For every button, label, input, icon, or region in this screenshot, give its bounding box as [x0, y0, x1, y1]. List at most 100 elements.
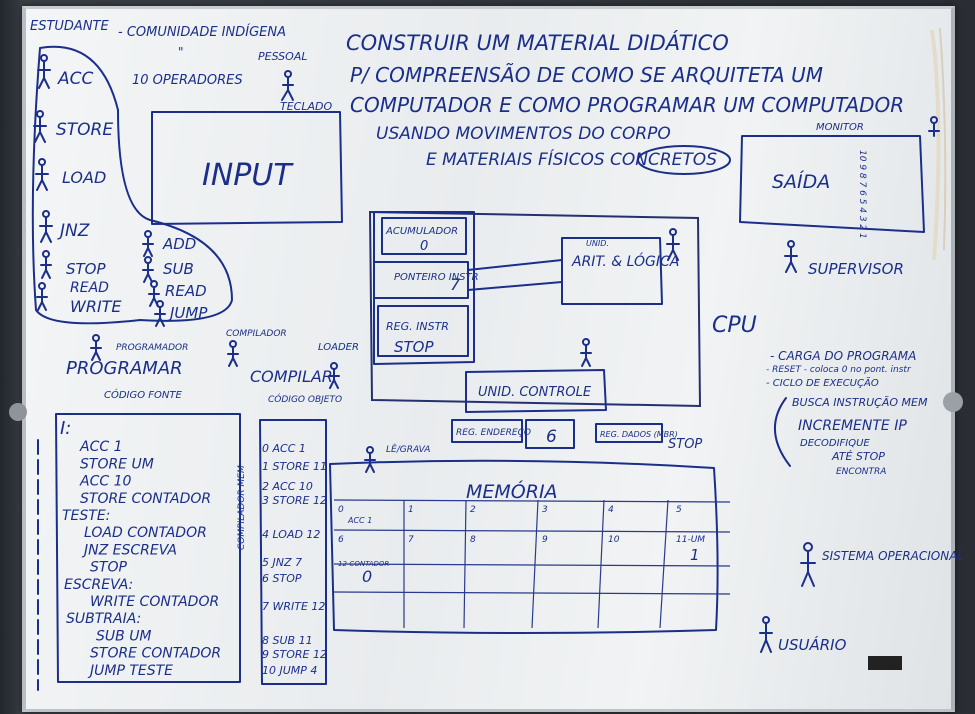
reg-instr-label: REG. INSTR [386, 320, 449, 333]
object-code-line: 7 WRITE 12 [262, 600, 325, 613]
unid-controle-label: UNID. CONTROLE [478, 385, 592, 400]
memory-grid [333, 499, 731, 629]
input-box [151, 111, 343, 225]
memory-address: 2 [470, 505, 476, 515]
board-logo-sticker [868, 656, 902, 670]
ponteiro-label: PONTEIRO INSTR [394, 272, 479, 283]
operator-store: STORE [56, 120, 113, 140]
monitor-label: MONITOR [816, 122, 864, 133]
title-line-3: COMPUTADOR E COMO PROGRAMAR UM COMPUTADO… [350, 93, 904, 117]
ponteiro-box [373, 261, 469, 299]
object-code-line: 2 ACC 10 [262, 480, 313, 493]
cycle-ate-stop: ATÉ STOP [831, 450, 885, 463]
memoria-title: MEMÓRIA [466, 479, 558, 503]
memory-outline [329, 459, 719, 634]
pessoal-label: PESSOAL [258, 50, 307, 63]
input-label: INPUT [202, 158, 294, 193]
ponteiro-value: 7 [450, 275, 461, 294]
ula-box [561, 237, 663, 305]
codigo-objeto-label: CÓDIGO OBJETO [268, 393, 342, 405]
operator-read: READ [70, 280, 109, 296]
cycle-decodifique: DECODIFIQUE [800, 438, 870, 449]
object-code-line: 1 STORE 11 [262, 460, 327, 473]
operator-write: WRITE [70, 297, 122, 316]
source-code-line: STORE CONTADOR [80, 491, 211, 507]
object-code-box [259, 419, 327, 685]
saida-label: SAÍDA [772, 170, 830, 193]
memory-address: 3 [542, 505, 548, 515]
object-code-line: 0 ACC 1 [262, 442, 306, 455]
ula-connection-lines [467, 259, 563, 291]
teclado-label: TECLADO [280, 100, 332, 113]
concretos-circle [637, 145, 731, 175]
title-block: CONSTRUIR UM MATERIAL DIDÁTICO P/ COMPRE… [346, 30, 904, 175]
object-code-line: 8 SUB 11 [262, 634, 313, 647]
cpu-box [368, 210, 702, 408]
acumulador-box [381, 217, 467, 255]
reg-endereco-value-box [525, 419, 575, 449]
usuario-label: USUÁRIO [778, 635, 847, 654]
operator-acc: ACC [57, 69, 93, 89]
estudante-label: ESTUDANTE [30, 19, 109, 34]
title-line-4: USANDO MOVIMENTOS DO CORPO [376, 124, 671, 144]
source-code-line: I: [60, 418, 71, 439]
source-code-line: LOAD CONTADOR [84, 525, 207, 541]
object-code-line: 5 JNZ 7 [262, 556, 302, 569]
memory-address: 1 [408, 505, 414, 515]
operator-sub: SUB [163, 260, 194, 278]
compilador-side-label: COMPILADOR MEM [237, 465, 247, 550]
reg-dados-box [595, 423, 663, 443]
source-code-line: ACC 1 [79, 439, 123, 455]
memory-address: 10 [608, 535, 620, 545]
loader-label: LOADER [318, 342, 359, 353]
memory-cell-12-value: 0 [362, 567, 372, 586]
source-code-line: JNZ ESCREVA [81, 542, 177, 558]
compilador-label: COMPILADOR [226, 329, 287, 339]
reg-dados-value: STOP [668, 437, 702, 452]
cycle-carga: - CARGA DO PROGRAMA [770, 349, 916, 363]
reg-endereco-box [451, 419, 523, 443]
source-code-line: WRITE CONTADOR [90, 594, 219, 610]
title-line-2: P/ COMPREENSÃO DE COMO SE ARQUITETA UM [350, 63, 823, 87]
acumulador-value: 0 [420, 239, 428, 254]
supervisor-label: SUPERVISOR [808, 260, 904, 278]
ula-label: ARIT. & LÓGICA [571, 252, 679, 270]
cycle-incremente: INCREMENTE IP [798, 418, 907, 434]
object-code-line: 9 STORE 12 [262, 648, 327, 661]
programar-title: PROGRAMAR [66, 358, 183, 379]
registers-column [373, 211, 475, 365]
cycle-busca: BUSCA INSTRUÇÃO MEM [792, 396, 928, 409]
operator-load: LOAD [62, 168, 106, 187]
memory-address: 8 [470, 535, 476, 545]
memory-cell-11-value: 1 [690, 546, 700, 564]
memory-address: 0 [338, 505, 344, 515]
ditto-mark: " [178, 45, 184, 59]
operator-jump: JUMP [167, 304, 208, 322]
source-code-line: TESTE: [62, 508, 110, 524]
person-figures [33, 54, 940, 653]
source-code-line: SUBTRAIA: [66, 611, 141, 627]
source-code-line: STORE CONTADOR [90, 646, 221, 662]
reg-instr-value: STOP [394, 338, 434, 356]
cpu-label: CPU [712, 313, 757, 338]
cycle-ciclo: - CICLO DE EXECUÇÃO [766, 376, 879, 389]
execution-cycle-notes: - CARGA DO PROGRAMA - RESET - coloca 0 n… [766, 349, 928, 477]
object-code-line: 10 JUMP 4 [262, 664, 317, 677]
memory-cell-12-label: 12-CONTADOR [338, 560, 389, 568]
programador-label: PROGRAMADOR [116, 343, 188, 353]
object-code-line: 4 LOAD 12 [262, 528, 320, 541]
cycle-reset: - RESET - coloca 0 no pont. instr [766, 365, 912, 375]
le-grava-label: LÊ/GRAVA [386, 443, 430, 455]
operator-read-2: READ [165, 282, 207, 300]
title-line-1: CONSTRUIR UM MATERIAL DIDÁTICO [346, 30, 729, 55]
source-code-line: ACC 10 [79, 474, 131, 490]
operator-jnz: JNZ [57, 221, 90, 241]
source-code-line: JUMP TESTE [87, 663, 173, 679]
object-code-line: 3 STORE 12 [262, 494, 327, 507]
operadores-label: 10 OPERADORES [132, 73, 243, 88]
title-line-5: E MATERIAIS FÍSICOS CONCRETOS [426, 148, 717, 170]
clamp-left [9, 403, 27, 421]
memory-address: 7 [408, 535, 414, 545]
